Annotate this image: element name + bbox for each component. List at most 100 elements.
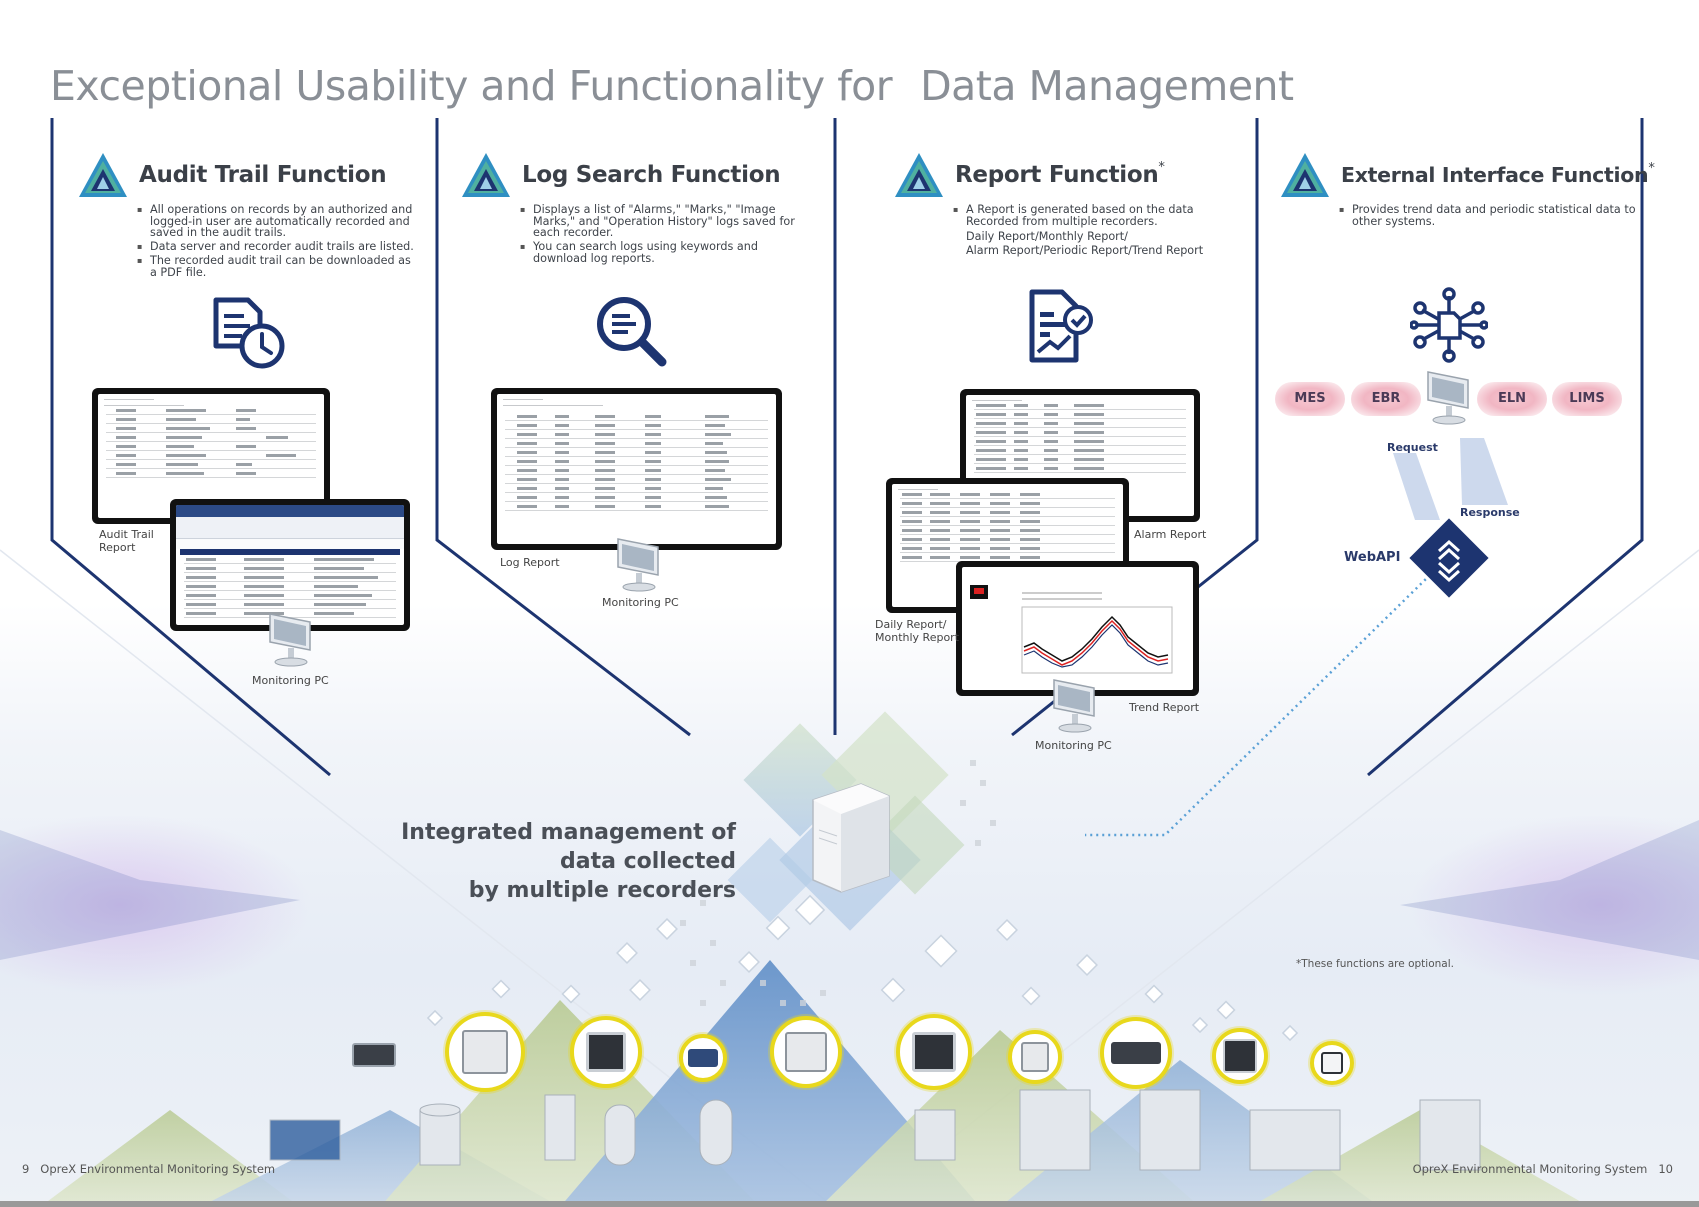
daily-report-caption: Daily Report/ Monthly Report bbox=[875, 618, 959, 644]
daily-report-caption-line: Monthly Report bbox=[875, 631, 960, 644]
page-number-left: 9 bbox=[22, 1162, 30, 1176]
system-pill-mes: MES bbox=[1275, 382, 1345, 416]
external-interface-title-mark: * bbox=[1648, 161, 1655, 176]
audit-trail-title: Audit Trail Function bbox=[139, 162, 387, 188]
audit-report-screen bbox=[98, 394, 324, 518]
log-report-caption: Log Report bbox=[500, 556, 560, 569]
audit-pc-caption: Monitoring PC bbox=[252, 674, 329, 687]
alarm-report-caption: Alarm Report bbox=[1134, 528, 1207, 541]
equipment-illustrations bbox=[269, 1089, 1481, 1171]
page-title-part1: Exceptional Usability and Functionality … bbox=[50, 62, 893, 110]
monitoring-pc-icon bbox=[269, 613, 311, 667]
trend-report-monitor bbox=[956, 561, 1199, 696]
external-interface-bullets: Provides trend data and periodic statist… bbox=[1279, 204, 1639, 227]
oprex-logo-icon bbox=[79, 153, 127, 197]
system-pill-lims: LIMS bbox=[1552, 382, 1622, 416]
audit-app-monitor bbox=[170, 499, 410, 631]
optional-note: *These functions are optional. bbox=[1296, 958, 1454, 970]
page-title-part2: Data Management bbox=[920, 62, 1294, 110]
recorder-ring bbox=[679, 1034, 727, 1082]
log-bullet: Displays a list of "Alarms," "Marks," "I… bbox=[520, 204, 800, 239]
log-report-monitor bbox=[491, 388, 782, 550]
footer-right-text: OpreX Environmental Monitoring System bbox=[1412, 1162, 1648, 1176]
integrated-line: Integrated management of bbox=[401, 820, 736, 845]
external-interface-title: External Interface Function* bbox=[1341, 161, 1655, 187]
report-check-icon bbox=[1029, 289, 1093, 363]
system-pill-eln: ELN bbox=[1477, 382, 1547, 416]
log-search-title: Log Search Function bbox=[522, 162, 781, 188]
log-bullet: You can search logs using keywords and d… bbox=[520, 241, 800, 264]
footer-left-text: OpreX Environmental Monitoring System bbox=[40, 1162, 276, 1176]
recorder-ring bbox=[1212, 1028, 1268, 1084]
recorder-ring bbox=[445, 1012, 525, 1092]
recorder-device bbox=[1223, 1039, 1257, 1073]
monitoring-pc-icon bbox=[1053, 679, 1095, 733]
network-hub-icon bbox=[1410, 287, 1488, 363]
recorder-device bbox=[462, 1030, 508, 1074]
log-report-screen bbox=[497, 394, 776, 544]
monitoring-pc-icon bbox=[617, 538, 659, 592]
oprex-logo-icon bbox=[462, 153, 510, 197]
trend-report-graphic bbox=[970, 585, 1173, 674]
report-title-mark: * bbox=[1158, 160, 1165, 175]
webapi-icon bbox=[1409, 518, 1489, 598]
footer-left: 9 OpreX Environmental Monitoring System bbox=[22, 1162, 275, 1176]
report-types-line: Alarm Report/Periodic Report/Trend Repor… bbox=[966, 243, 1204, 257]
webapi-label: WebAPI bbox=[1344, 550, 1401, 565]
report-bullets: A Report is generated based on the data … bbox=[893, 204, 1213, 227]
recorder-device bbox=[1321, 1052, 1343, 1074]
audit-report-caption-line: Report bbox=[99, 541, 136, 554]
daily-report-screen bbox=[892, 484, 1123, 607]
footer-right: OpreX Environmental Monitoring System 10 bbox=[1413, 1162, 1673, 1176]
page-number-right: 10 bbox=[1658, 1162, 1673, 1176]
recorder-ring bbox=[1310, 1041, 1354, 1085]
recorder-ring bbox=[570, 1016, 642, 1088]
log-search-bullets: Displays a list of "Alarms," "Marks," "I… bbox=[460, 204, 800, 264]
recorder-device bbox=[1111, 1042, 1161, 1064]
recorder-device bbox=[912, 1032, 956, 1072]
report-bullet: A Report is generated based on the data … bbox=[953, 204, 1213, 227]
report-pc-caption: Monitoring PC bbox=[1035, 739, 1112, 752]
response-label: Response bbox=[1460, 506, 1520, 519]
daily-report-caption-line: Daily Report/ bbox=[875, 618, 947, 631]
recorder-ring bbox=[1100, 1017, 1172, 1089]
audit-bullet: All operations on records by an authoriz… bbox=[137, 204, 417, 239]
document-clock-icon bbox=[213, 297, 285, 369]
recorder-device-small bbox=[352, 1043, 396, 1067]
external-interface-panel: External Interface Function* Provides tr… bbox=[1279, 150, 1655, 230]
audit-trail-panel: Audit Trail Function All operations on r… bbox=[77, 150, 417, 281]
trend-report-caption: Trend Report bbox=[1129, 701, 1200, 714]
report-types: Daily Report/Monthly Report/ Alarm Repor… bbox=[893, 230, 1233, 258]
log-search-panel: Log Search Function Displays a list of "… bbox=[460, 150, 800, 267]
audit-report-caption: Audit Trail Report bbox=[99, 528, 154, 554]
request-label: Request bbox=[1387, 441, 1438, 454]
oprex-logo-icon bbox=[895, 153, 943, 197]
external-interface-title-text: External Interface Function bbox=[1341, 163, 1649, 187]
footer-bar bbox=[0, 1201, 1699, 1207]
integrated-management-text: Integrated management of data collected … bbox=[380, 818, 736, 905]
audit-trail-bullets: All operations on records by an authoriz… bbox=[77, 204, 417, 278]
oprex-logo-icon bbox=[1281, 153, 1329, 197]
report-title-text: Report Function bbox=[955, 162, 1159, 188]
data-server-icon bbox=[812, 783, 890, 893]
recorder-device bbox=[785, 1032, 827, 1072]
external-bullet: Provides trend data and periodic statist… bbox=[1339, 204, 1639, 227]
monitoring-pc-icon bbox=[1427, 371, 1469, 425]
recorder-ring bbox=[770, 1016, 842, 1088]
integrated-line: by multiple recorders bbox=[468, 878, 736, 903]
recorder-device bbox=[1021, 1042, 1049, 1072]
recorder-device bbox=[586, 1032, 626, 1072]
recorder-ring bbox=[896, 1014, 972, 1090]
integrated-line: data collected bbox=[560, 849, 736, 874]
magnifier-search-icon bbox=[597, 297, 667, 367]
recorder-ring bbox=[1008, 1030, 1062, 1084]
report-types-line: Daily Report/Monthly Report/ bbox=[966, 229, 1128, 243]
trend-report-screen bbox=[962, 567, 1193, 690]
audit-report-caption-line: Audit Trail bbox=[99, 528, 154, 541]
report-title: Report Function* bbox=[955, 160, 1165, 188]
audit-bullet: Data server and recorder audit trails ar… bbox=[137, 241, 417, 253]
log-pc-caption: Monitoring PC bbox=[602, 596, 679, 609]
audit-bullet: The recorded audit trail can be download… bbox=[137, 255, 417, 278]
system-pill-ebr: EBR bbox=[1351, 382, 1421, 416]
